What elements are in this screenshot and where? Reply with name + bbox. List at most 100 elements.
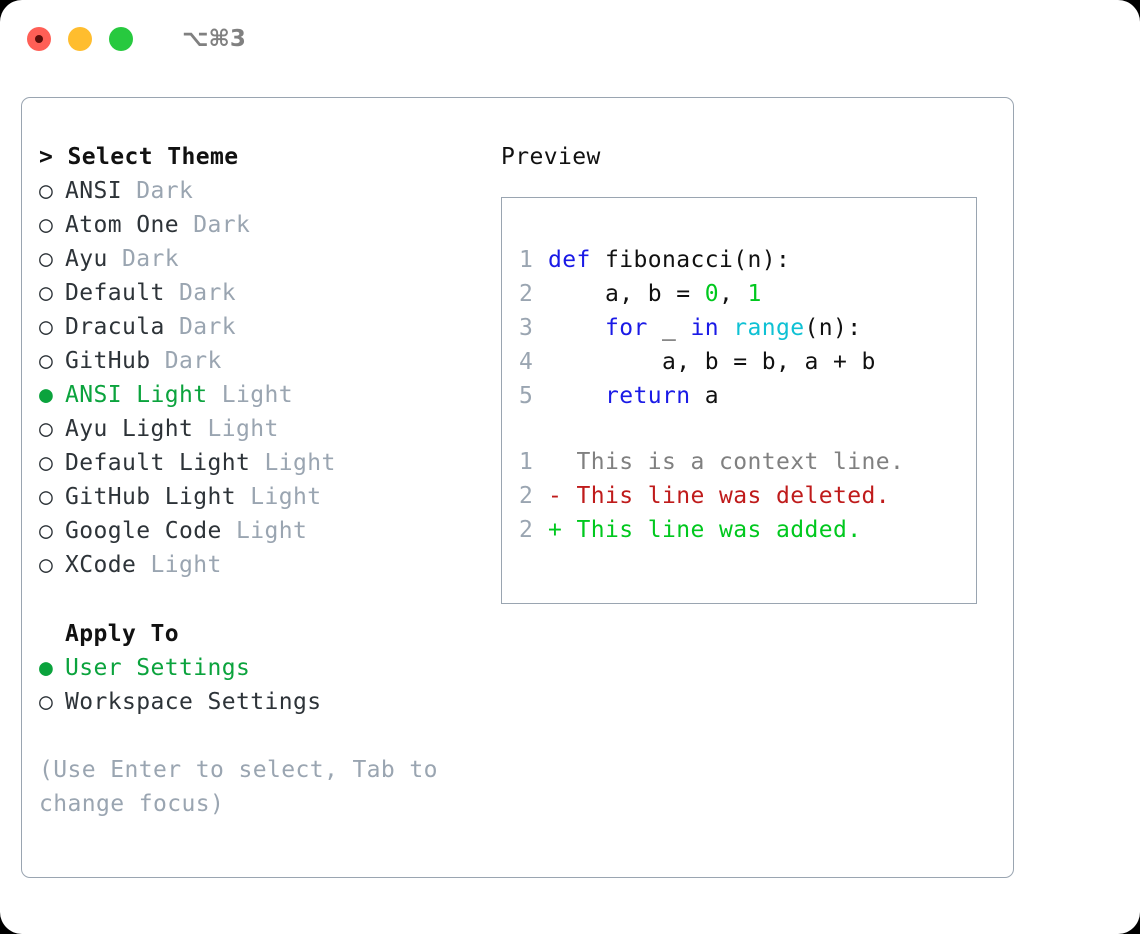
diff-text: This line was added. xyxy=(576,517,862,543)
line-number: 2 xyxy=(519,281,534,307)
theme-option-variant: Dark xyxy=(164,314,236,340)
select-theme-heading: > Select Theme xyxy=(39,144,239,170)
apply-to-option-label: User Settings xyxy=(65,655,251,681)
theme-option-ayu-light[interactable]: ○ Ayu Light Light xyxy=(39,412,469,446)
theme-option-label: Default Light xyxy=(65,450,251,476)
diff-sign xyxy=(548,449,577,475)
theme-option-label: XCode xyxy=(65,552,137,578)
radio-unselected-icon: ○ xyxy=(39,416,54,442)
line-number: 2 xyxy=(519,483,534,509)
code-line: 5 return a xyxy=(519,379,876,413)
line-number: 2 xyxy=(519,517,534,543)
theme-option-xcode[interactable]: ○XCode Light xyxy=(39,548,469,582)
theme-option-variant: Light xyxy=(193,416,279,442)
code-token-txt xyxy=(548,315,605,341)
radio-unselected-icon: ○ xyxy=(39,246,54,272)
line-number: 4 xyxy=(519,349,534,375)
diff-sample: 1 This is a context line.2- This line wa… xyxy=(519,445,904,547)
theme-option-label: GitHub xyxy=(65,348,151,374)
theme-option-variant: Dark xyxy=(122,178,194,204)
diff-line-del: 2- This line was deleted. xyxy=(519,479,904,513)
diff-line-ctx: 1 This is a context line. xyxy=(519,445,904,479)
theme-option-github[interactable]: ○ GitHub Dark xyxy=(39,344,469,378)
diff-sign: + xyxy=(548,517,577,543)
apply-to-option-workspace-settings[interactable]: ○Workspace Settings xyxy=(39,685,469,719)
section-spacer xyxy=(39,582,469,617)
keyboard-hint-text: (Use Enter to select, Tab to change focu… xyxy=(39,757,438,817)
maximize-window-button[interactable] xyxy=(109,27,133,51)
preview-heading: Preview xyxy=(501,144,601,170)
code-line: 3 for _ in range(n): xyxy=(519,311,876,345)
theme-option-atom-one[interactable]: ○Atom One Dark xyxy=(39,208,469,242)
radio-selected-icon: ● xyxy=(39,382,54,408)
theme-option-label: ANSI xyxy=(65,178,122,204)
theme-option-label: Atom One xyxy=(65,212,179,238)
code-token-fn: range xyxy=(733,315,805,341)
theme-option-dracula[interactable]: ○ Dracula Dark xyxy=(39,310,469,344)
theme-option-google-code[interactable]: ○ Google Code Light xyxy=(39,514,469,548)
apply-to-option-list: ● User Settings ○Workspace Settings xyxy=(39,651,469,719)
line-number: 1 xyxy=(519,449,534,475)
radio-unselected-icon: ○ xyxy=(39,178,54,204)
theme-option-label: Google Code xyxy=(65,518,222,544)
code-token-kw: in xyxy=(690,315,719,341)
theme-option-label: Dracula xyxy=(65,314,165,340)
radio-selected-icon: ● xyxy=(39,655,54,681)
radio-unselected-icon: ○ xyxy=(39,348,54,374)
code-token-txt: a, b = b, a + b xyxy=(548,349,876,375)
code-token-txt: fibonacci(n): xyxy=(590,247,791,273)
theme-option-variant: Light xyxy=(207,382,293,408)
theme-option-variant: Dark xyxy=(150,348,222,374)
theme-option-github-light[interactable]: ○GitHub Light Light xyxy=(39,480,469,514)
apply-to-option-user-settings[interactable]: ● User Settings xyxy=(39,651,469,685)
radio-unselected-icon: ○ xyxy=(39,314,54,340)
radio-unselected-icon: ○ xyxy=(39,518,54,544)
theme-option-label: Ayu xyxy=(65,246,108,272)
theme-option-default[interactable]: ○ Default Dark xyxy=(39,276,469,310)
window-controls xyxy=(27,27,133,51)
theme-option-variant: Dark xyxy=(164,280,236,306)
code-line: 1 def fibonacci(n): xyxy=(519,243,876,277)
theme-option-variant: Light xyxy=(221,518,308,544)
theme-option-variant: Light xyxy=(235,484,322,510)
line-number: 5 xyxy=(519,383,534,409)
theme-picker-column: > Select Theme ○ANSI Dark○Atom One Dark○… xyxy=(39,140,469,821)
theme-option-label: ANSI Light xyxy=(65,382,208,408)
hint-spacer xyxy=(39,719,469,753)
theme-option-ayu[interactable]: ○ Ayu Dark xyxy=(39,242,469,276)
theme-option-variant: Light xyxy=(136,552,222,578)
code-line: 2 a, b = 0, 1 xyxy=(519,277,876,311)
theme-option-list: ○ANSI Dark○Atom One Dark○Ayu Dark○Defaul… xyxy=(39,174,469,582)
code-token-kw: def xyxy=(548,247,591,273)
code-token-kw: return xyxy=(605,383,691,409)
radio-unselected-icon: ○ xyxy=(39,280,54,306)
theme-option-default-light[interactable]: ○ Default Light Light xyxy=(39,446,469,480)
radio-unselected-icon: ○ xyxy=(39,450,54,476)
code-token-txt xyxy=(548,383,605,409)
apply-to-option-label: Workspace Settings xyxy=(65,689,322,715)
line-number: 1 xyxy=(519,247,534,273)
theme-option-variant: Light xyxy=(250,450,336,476)
theme-option-label: Default xyxy=(65,280,165,306)
theme-option-label: GitHub Light xyxy=(65,484,236,510)
code-token-txt: a, b = xyxy=(548,281,705,307)
main-panel: > Select Theme ○ANSI Dark○Atom One Dark○… xyxy=(21,97,1014,878)
close-window-button[interactable] xyxy=(27,27,51,51)
code-token-txt: , xyxy=(718,281,748,307)
apply-to-heading: Apply To xyxy=(65,621,179,647)
theme-option-label: Ayu Light xyxy=(65,416,194,442)
theme-option-ansi-light[interactable]: ● ANSI Light Light xyxy=(39,378,469,412)
keyboard-shortcut-label: ⌥⌘3 xyxy=(182,26,246,52)
code-token-num: 1 xyxy=(747,281,762,307)
minimize-window-button[interactable] xyxy=(68,27,92,51)
diff-line-add: 2 + This line was added. xyxy=(519,513,904,547)
code-token-txt: _ xyxy=(647,315,691,341)
theme-option-ansi[interactable]: ○ ANSI Dark xyxy=(39,174,469,208)
theme-option-variant: Dark xyxy=(178,212,251,238)
code-token-num: 0 xyxy=(704,281,719,307)
theme-option-variant: Dark xyxy=(107,246,179,272)
code-line: 4 a, b = b, a + b xyxy=(519,345,876,379)
